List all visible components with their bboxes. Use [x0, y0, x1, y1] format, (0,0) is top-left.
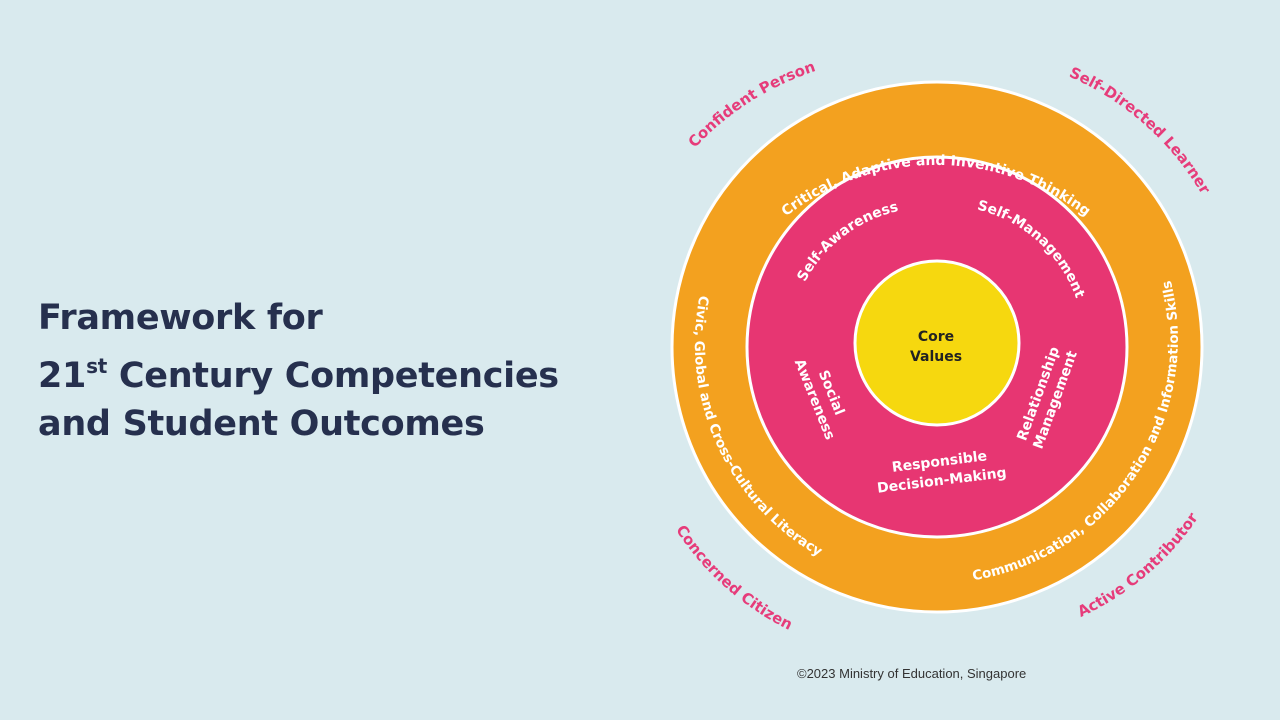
title-number: 21	[38, 356, 87, 396]
copyright-notice: ©2023 Ministry of Education, Singapore	[797, 666, 1027, 681]
title-line-3: and Student Outcomes	[38, 404, 485, 444]
title-superscript: st	[86, 354, 107, 378]
core-values-line-2: Values	[910, 349, 962, 365]
core-circle	[853, 259, 1021, 427]
title-line-2: 21st Century Competencies	[38, 342, 559, 400]
page-title: Framework for 21st Century Competencies …	[38, 294, 559, 448]
title-line-1: Framework for	[38, 298, 323, 338]
core-values-line-1: Core	[918, 329, 954, 345]
title-line-2-rest: Century Competencies	[106, 356, 559, 396]
